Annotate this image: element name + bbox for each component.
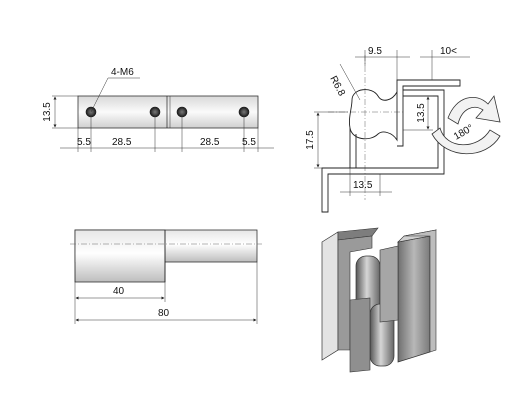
radius-label: R6.8: [327, 74, 347, 98]
gap-dimension: 10<: [440, 46, 457, 57]
mounting-hole: [176, 106, 188, 118]
leaf-height-dimension: 17.5: [305, 130, 316, 150]
offset-top-dimension: 9.5: [368, 46, 382, 57]
front-view: 40 80: [70, 229, 262, 324]
rotation-band-icon: [431, 127, 501, 155]
right-leaf-3d: [397, 235, 431, 363]
base-width-dimension: 13.5: [353, 180, 373, 191]
short-length-dimension: 40: [113, 286, 125, 297]
frame-back-panel: [321, 231, 339, 361]
mounting-hole: [238, 106, 250, 118]
hole-leader: [90, 77, 109, 113]
top-view: 4-M6 13.5 5.5 28.5 28.5 5.5: [42, 67, 274, 152]
height-dimension: 13.5: [42, 102, 53, 122]
pitch-right-dimension: 28.5: [200, 137, 220, 148]
barrel-short: [74, 229, 166, 283]
rotation-arrow-icon: [447, 95, 501, 125]
door-panel: [403, 229, 437, 353]
mounting-hole: [149, 106, 161, 118]
side-view: R6.8 9.5 10< 13.5 17.5 13.5 180°: [305, 46, 501, 213]
radius-leader: [339, 63, 361, 101]
upper-leaf-3d: [379, 245, 399, 323]
hinge-plate: [77, 95, 259, 129]
edge-right-dimension: 5.5: [242, 137, 256, 148]
lower-leaf-3d: [349, 297, 371, 373]
knuckle-profile: [349, 89, 398, 142]
pitch-left-dimension: 28.5: [112, 137, 132, 148]
hole-label: 4-M6: [111, 67, 134, 78]
isometric-view: [321, 227, 437, 373]
edge-left-dimension: 5.5: [77, 137, 91, 148]
lower-leaf: [349, 128, 357, 168]
total-length-dimension: 80: [158, 308, 170, 319]
knuckle-height-dimension: 13.5: [416, 103, 427, 123]
rotation-label: 180°: [452, 123, 475, 143]
frame-inner-panel: [337, 235, 373, 351]
